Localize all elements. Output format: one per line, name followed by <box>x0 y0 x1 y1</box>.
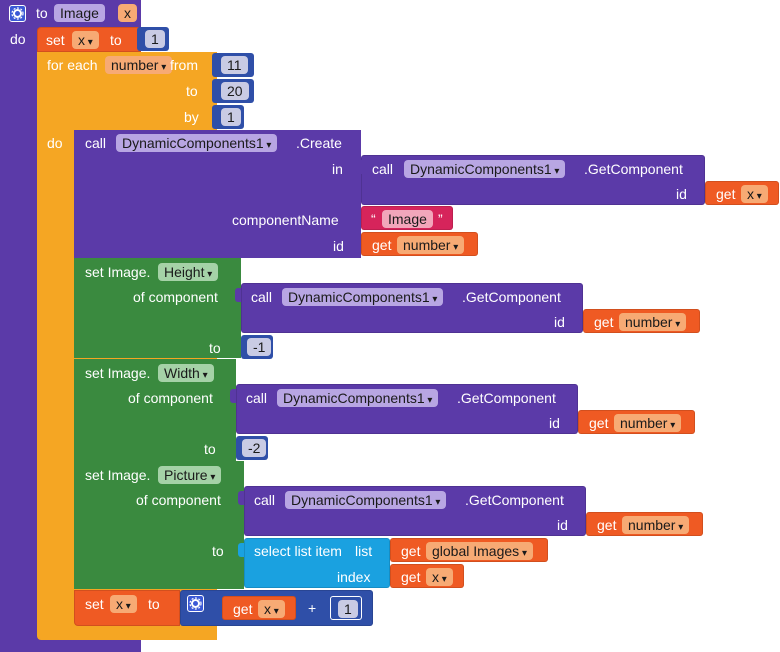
addition-get-var-dropdown[interactable]: x <box>258 600 285 618</box>
height-call-label: call <box>251 289 273 305</box>
in-getcomponent-connector <box>356 160 362 174</box>
height-component-dropdown[interactable]: DynamicComponents1 <box>282 288 444 306</box>
to-value-field[interactable]: 20 <box>221 82 249 100</box>
set-width-of-label: of component <box>128 390 213 406</box>
create-component-dropdown[interactable]: DynamicComponents1 <box>116 134 278 152</box>
index-get-var-dropdown[interactable]: x <box>426 568 453 586</box>
set-width-prop-dropdown[interactable]: Width <box>158 364 214 382</box>
set-x-to-label: to <box>110 32 122 48</box>
picture-method-label: .GetComponent <box>465 492 564 508</box>
height-method-label: .GetComponent <box>462 289 561 305</box>
width-get-var-dropdown[interactable]: number <box>614 414 682 432</box>
select-list-item-connector <box>238 543 244 557</box>
index-get-label: get <box>401 569 421 585</box>
width-getcomponent-connector <box>230 389 236 403</box>
select-list-item-label: select list item <box>254 543 342 559</box>
addition-get-label: get <box>233 601 253 617</box>
in-call-label: call <box>372 161 394 177</box>
width-get-label: get <box>589 415 609 431</box>
for-each-from-label: from <box>170 57 198 73</box>
in-get-var-dropdown[interactable]: x <box>741 185 768 203</box>
select-list-label: list <box>355 543 373 559</box>
for-each-by-label: by <box>184 109 199 125</box>
addition-value-field[interactable]: 1 <box>338 600 358 618</box>
picture-to-label: to <box>212 543 224 559</box>
set-x-inc-to-label: to <box>148 596 160 612</box>
in-id-label: id <box>676 186 687 202</box>
for-each-do-label: do <box>47 135 63 151</box>
set-x-inc-label: set <box>85 596 104 612</box>
height-getcomponent-connector <box>235 288 241 302</box>
procedure-name-field[interactable]: Image <box>54 4 105 22</box>
procedure-to-keyword: to <box>36 5 48 21</box>
create-get-var-dropdown[interactable]: number <box>397 236 465 254</box>
width-call-label: call <box>246 390 268 406</box>
procedure-param-x[interactable]: x <box>118 4 137 22</box>
set-x-var-dropdown[interactable]: x <box>72 31 99 49</box>
width-component-dropdown[interactable]: DynamicComponents1 <box>277 389 439 407</box>
in-method-label: .GetComponent <box>584 161 683 177</box>
picture-getcomponent-connector <box>238 491 244 505</box>
select-index-label: index <box>337 569 371 585</box>
set-picture-prop-dropdown[interactable]: Picture <box>158 466 222 484</box>
componentname-close-quote: ” <box>438 211 443 227</box>
create-get-label: get <box>372 237 392 253</box>
gear-icon[interactable] <box>9 5 26 22</box>
picture-id-label: id <box>557 517 568 533</box>
list-get-label: get <box>401 543 421 559</box>
procedure-do-keyword: do <box>10 31 26 47</box>
picture-call-label: call <box>254 492 276 508</box>
for-each-to-label: to <box>186 83 198 99</box>
set-height-prop-dropdown[interactable]: Height <box>158 263 219 281</box>
select-list-item-block[interactable] <box>244 538 390 588</box>
for-each-var-field[interactable]: number <box>105 56 173 74</box>
picture-get-label: get <box>597 517 617 533</box>
for-each-label: for each <box>47 57 98 73</box>
height-get-label: get <box>594 314 614 330</box>
create-id-label: id <box>333 238 344 254</box>
set-x-value-field[interactable]: 1 <box>145 30 165 48</box>
set-width-label: set Image. <box>85 365 151 381</box>
addition-operator: + <box>308 600 317 616</box>
height-value-field[interactable]: -1 <box>247 338 272 356</box>
in-get-label: get <box>716 186 736 202</box>
set-picture-label: set Image. <box>85 467 151 483</box>
width-value-field[interactable]: -2 <box>242 439 267 457</box>
set-x-label: set <box>46 32 65 48</box>
componentname-label: componentName <box>232 212 339 228</box>
componentname-open-quote: “ <box>371 211 376 227</box>
height-get-var-dropdown[interactable]: number <box>619 313 687 331</box>
set-height-of-label: of component <box>133 289 218 305</box>
picture-get-var-dropdown[interactable]: number <box>622 516 690 534</box>
create-call-label: call <box>85 135 107 151</box>
list-get-var-dropdown[interactable]: global Images <box>426 542 533 560</box>
width-to-label: to <box>204 441 216 457</box>
from-value-field[interactable]: 11 <box>221 56 248 74</box>
width-id-label: id <box>549 415 560 431</box>
set-height-label: set Image. <box>85 264 151 280</box>
height-id-label: id <box>554 314 565 330</box>
create-in-label: in <box>332 161 343 177</box>
in-component-dropdown[interactable]: DynamicComponents1 <box>404 160 566 178</box>
gear-icon[interactable] <box>187 595 204 612</box>
set-picture-of-label: of component <box>136 492 221 508</box>
width-method-label: .GetComponent <box>457 390 556 406</box>
height-to-label: to <box>209 340 221 356</box>
create-method-label: .Create <box>296 135 342 151</box>
componentname-text-field[interactable]: Image <box>382 210 433 228</box>
by-value-field[interactable]: 1 <box>221 108 241 126</box>
picture-component-dropdown[interactable]: DynamicComponents1 <box>285 491 447 509</box>
set-x-inc-var-dropdown[interactable]: x <box>110 595 137 613</box>
